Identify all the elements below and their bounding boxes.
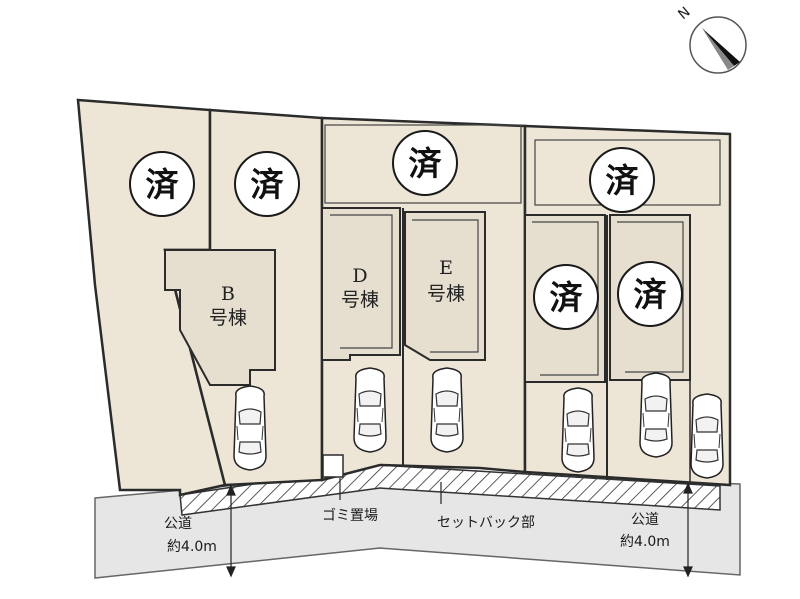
- building-e-name: 号棟: [427, 283, 465, 305]
- setback-label: セットバック部: [437, 515, 535, 531]
- building-e-letter: E: [439, 257, 453, 279]
- car-icon-e: [430, 367, 464, 453]
- road-width-right: [683, 482, 693, 578]
- building-b-name: 号棟: [209, 307, 247, 329]
- svg-text:済: 済: [251, 165, 285, 204]
- car-icon-7: [690, 393, 724, 479]
- sold-seal-1: 済: [129, 151, 195, 217]
- svg-text:済: 済: [146, 165, 180, 204]
- road-right-label-1: 公道: [631, 512, 659, 528]
- sold-seal-4: 済: [589, 147, 655, 213]
- garbage-label: ゴミ置場: [322, 507, 378, 524]
- sold-seal-2: 済: [234, 151, 300, 217]
- building-b: [164, 249, 276, 386]
- sold-seal-6: 済: [617, 261, 683, 327]
- building-d-letter: D: [352, 265, 367, 287]
- road-left-label-1: 公道: [164, 516, 192, 532]
- car-icon-5: [561, 387, 595, 473]
- building-e: [404, 211, 486, 361]
- svg-text:済: 済: [606, 161, 640, 200]
- car-icon-b: [233, 385, 267, 471]
- lot-3-header: [324, 124, 522, 204]
- building-d-name: 号棟: [341, 289, 379, 311]
- building-b-letter: B: [221, 283, 235, 305]
- sold-seal-3: 済: [392, 130, 458, 196]
- car-icon-d: [353, 367, 387, 453]
- north-label: N: [675, 4, 693, 23]
- garbage-area-box: [322, 454, 344, 478]
- compass-icon: N: [675, 4, 747, 74]
- road-width-left: [226, 484, 236, 578]
- svg-text:済: 済: [634, 275, 668, 314]
- car-icon-6: [639, 372, 673, 458]
- sold-seal-5: 済: [533, 264, 599, 330]
- road-right-label-2: 約4.0m: [620, 534, 670, 550]
- road-left-label-2: 約4.0m: [167, 539, 217, 555]
- svg-text:済: 済: [409, 144, 443, 183]
- svg-text:済: 済: [550, 278, 584, 317]
